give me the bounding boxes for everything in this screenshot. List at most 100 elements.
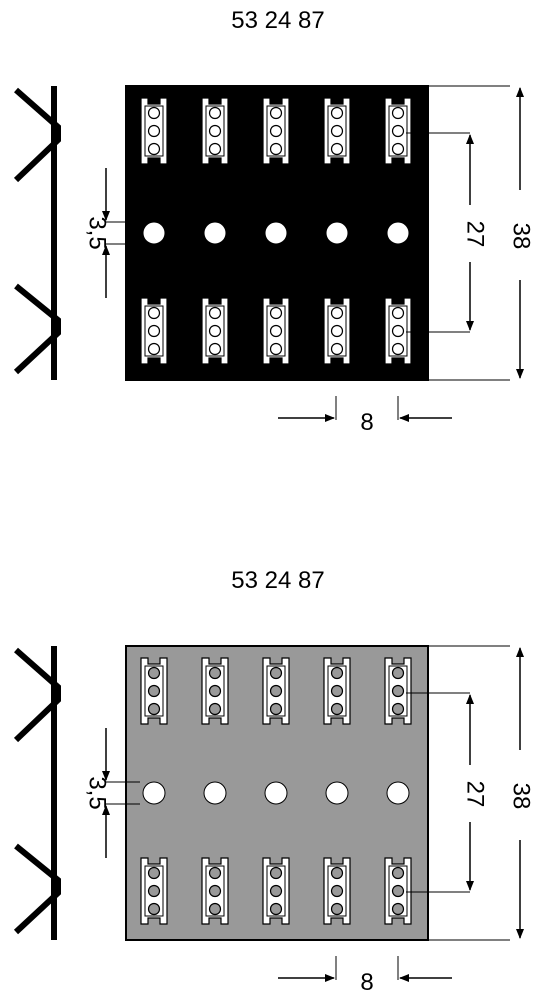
contact-pin: [208, 324, 222, 338]
contact-socket: [384, 297, 412, 365]
contact-socket: [384, 97, 412, 165]
contact-pin: [269, 324, 283, 338]
mounting-hole-row: [142, 221, 410, 245]
contact-socket: [140, 657, 168, 725]
contact-pin: [391, 666, 405, 680]
contact-socket: [262, 297, 290, 365]
dimension-total-height: 38: [420, 645, 535, 941]
contact-pin: [147, 342, 161, 356]
contact-socket: [201, 97, 229, 165]
part-number-label: 53 24 87: [231, 567, 324, 594]
contact-pin: [208, 866, 222, 880]
dimension-hole-diameter: 3,5: [84, 728, 140, 858]
contact-pin: [208, 702, 222, 716]
contact-pin: [147, 902, 161, 916]
contact-pin: [391, 684, 405, 698]
contact-socket: [323, 657, 351, 725]
contact-pin: [330, 684, 344, 698]
contact-pin: [208, 666, 222, 680]
contact-pin: [269, 684, 283, 698]
contact-pin: [208, 884, 222, 898]
contact-pin: [330, 902, 344, 916]
side-profile: [13, 646, 61, 940]
dimension-inner-label: 27: [462, 221, 489, 248]
contact-pin: [208, 342, 222, 356]
contact-socket: [323, 97, 351, 165]
contact-pin: [208, 306, 222, 320]
contact-pin: [147, 702, 161, 716]
dimension-inner-height: 27: [406, 692, 489, 893]
contact-pin: [391, 702, 405, 716]
dimension-total-label: 38: [508, 223, 535, 250]
contact-pin: [330, 702, 344, 716]
mounting-hole: [203, 221, 227, 245]
contact-pin: [330, 324, 344, 338]
contact-pin: [147, 866, 161, 880]
contact-socket: [140, 97, 168, 165]
contact-pin: [330, 866, 344, 880]
contact-socket: [201, 857, 229, 925]
contact-pin: [391, 866, 405, 880]
contact-socket: [262, 657, 290, 725]
figure-light-board: 53 24 87 38 27 3: [13, 567, 535, 996]
dimension-pitch-label: 8: [360, 969, 373, 996]
mounting-hole: [264, 221, 288, 245]
contact-pin: [391, 142, 405, 156]
contact-pin: [147, 124, 161, 138]
contact-socket: [323, 297, 351, 365]
mounting-hole: [325, 221, 349, 245]
contact-pin: [147, 306, 161, 320]
contact-pin: [208, 142, 222, 156]
side-profile: [13, 86, 61, 380]
socket-row-bottom: [140, 297, 412, 365]
contact-pin: [147, 324, 161, 338]
part-number-label: 53 24 87: [231, 7, 324, 34]
socket-row-bottom: [140, 857, 412, 925]
mounting-hole: [386, 221, 410, 245]
contact-socket: [384, 857, 412, 925]
contact-pin: [269, 902, 283, 916]
mounting-hole: [142, 781, 166, 805]
dimension-hole-diameter: 3,5: [84, 168, 140, 298]
figure-dark-board: 53 24 87 38 27: [13, 7, 535, 436]
mounting-hole: [386, 781, 410, 805]
socket-row-top: [140, 657, 412, 725]
mounting-hole-row: [142, 781, 410, 805]
dimension-hole-label: 3,5: [84, 776, 111, 809]
contact-pin: [330, 884, 344, 898]
contact-pin: [330, 342, 344, 356]
contact-pin: [330, 666, 344, 680]
contact-pin: [391, 106, 405, 120]
mounting-hole: [264, 781, 288, 805]
contact-pin: [147, 884, 161, 898]
contact-pin: [269, 142, 283, 156]
socket-row-top: [140, 97, 412, 165]
dimension-pitch: 8: [278, 956, 452, 996]
dimension-pitch: 8: [278, 396, 452, 436]
contact-pin: [330, 142, 344, 156]
dimension-total-height: 38: [420, 85, 535, 381]
contact-pin: [147, 684, 161, 698]
contact-pin: [391, 884, 405, 898]
contact-pin: [269, 342, 283, 356]
contact-pin: [391, 124, 405, 138]
contact-pin: [269, 884, 283, 898]
contact-socket: [140, 297, 168, 365]
mounting-hole: [203, 781, 227, 805]
contact-pin: [208, 684, 222, 698]
contact-pin: [147, 666, 161, 680]
contact-socket: [262, 97, 290, 165]
dimension-total-label: 38: [508, 783, 535, 810]
contact-pin: [391, 902, 405, 916]
contact-pin: [391, 324, 405, 338]
mounting-hole: [142, 221, 166, 245]
contact-socket: [323, 857, 351, 925]
contact-pin: [269, 306, 283, 320]
contact-pin: [269, 666, 283, 680]
contact-pin: [147, 142, 161, 156]
dimension-inner-label: 27: [462, 781, 489, 808]
dimension-inner-height: 27: [406, 132, 489, 333]
contact-pin: [330, 124, 344, 138]
contact-pin: [208, 902, 222, 916]
